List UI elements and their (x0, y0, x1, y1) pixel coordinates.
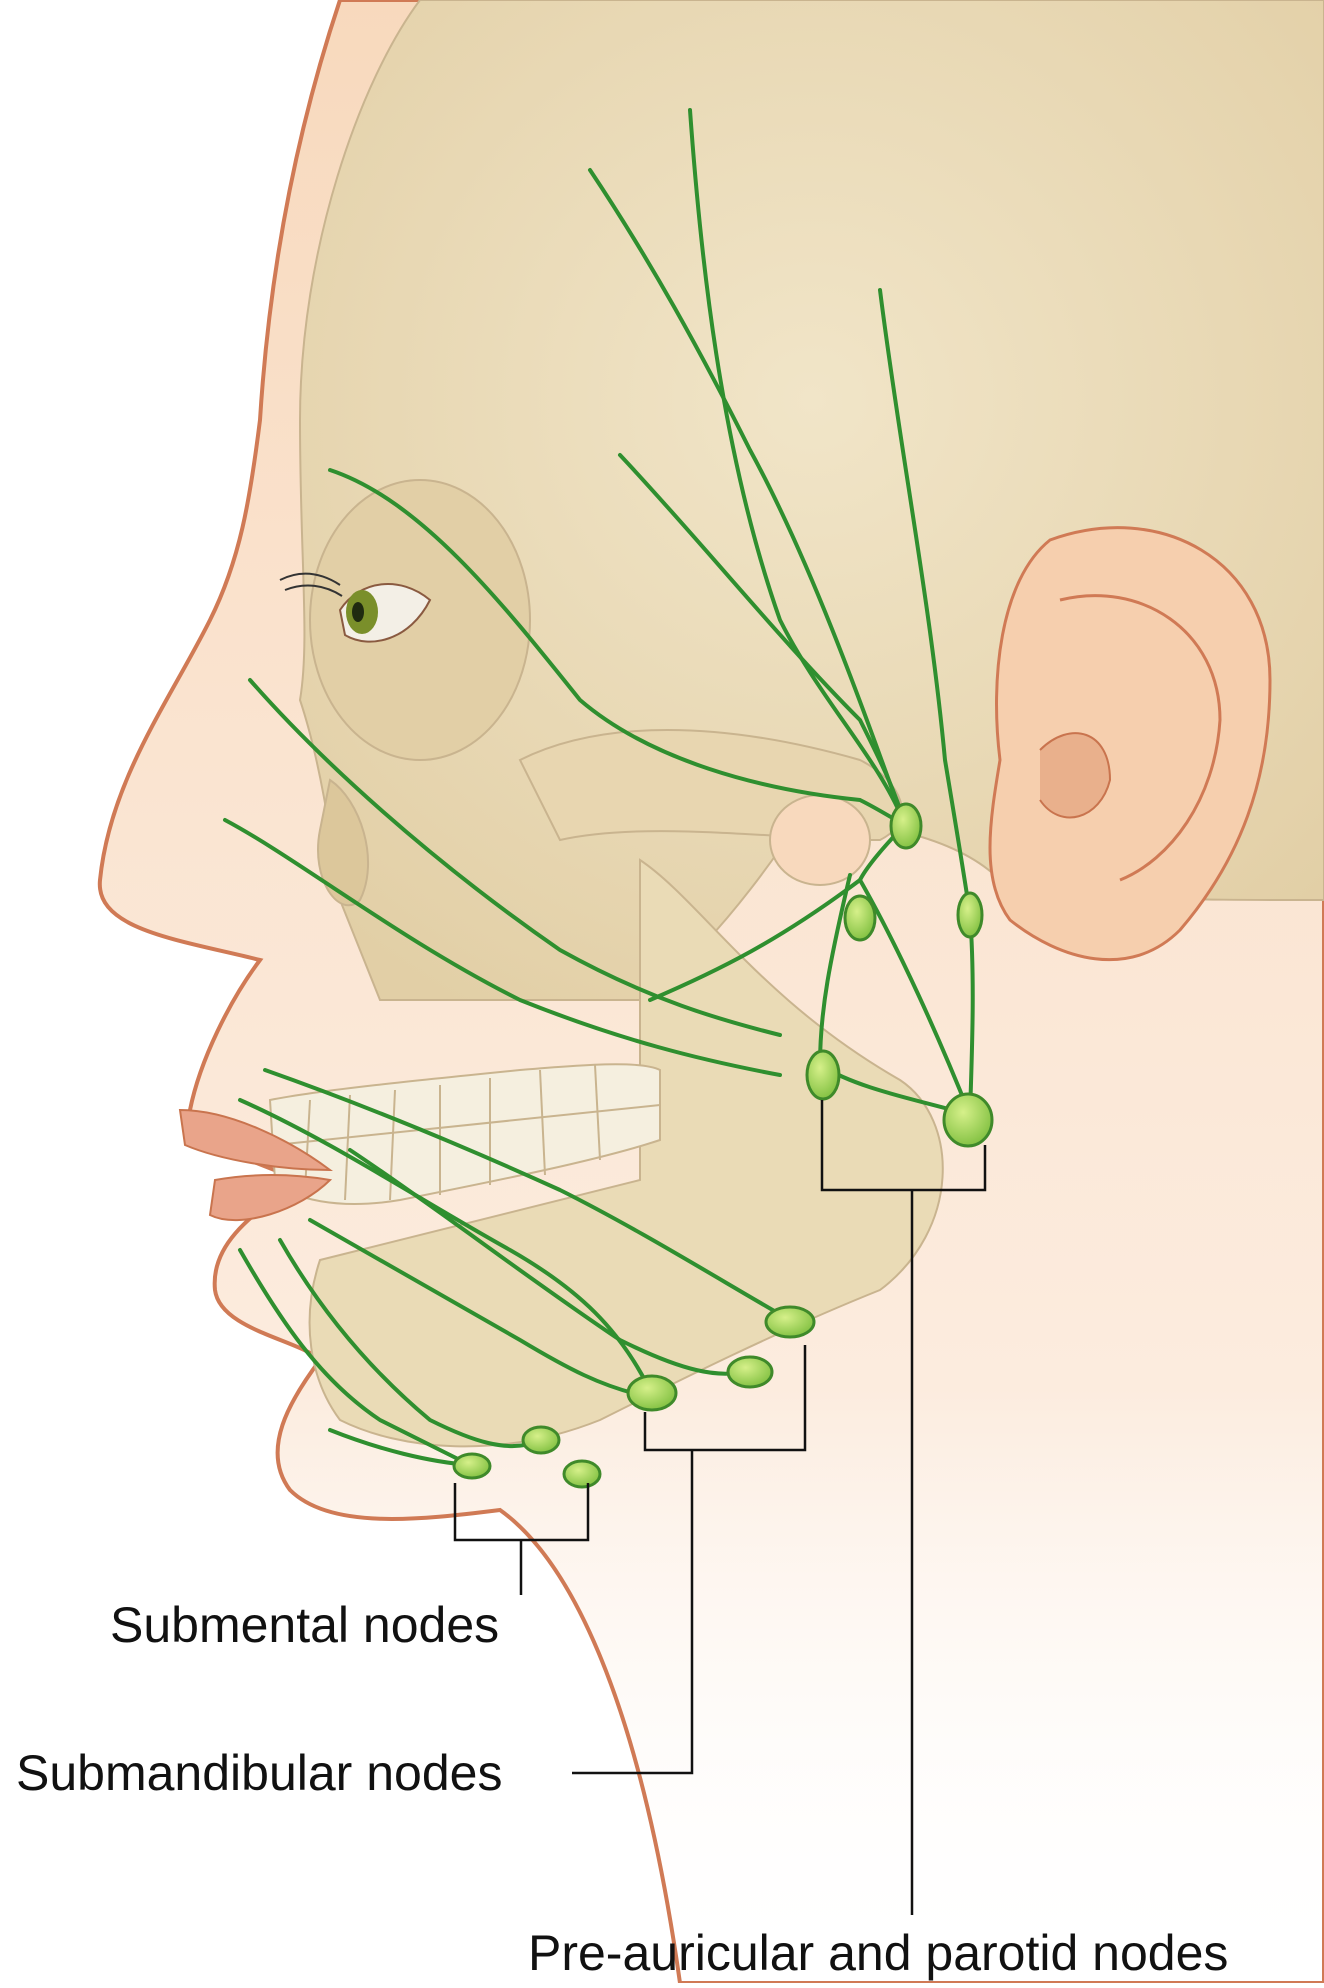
lymph-nodes (452, 802, 994, 1489)
submandibular-node (726, 1355, 774, 1389)
parotid-node (942, 1092, 994, 1148)
preauricular-node (956, 891, 984, 939)
leader-lines (453, 1100, 987, 1915)
ear-canal (769, 794, 871, 886)
submental-node (452, 1452, 492, 1480)
submandibular-node (626, 1374, 678, 1412)
eye-icon (279, 572, 432, 643)
submental-node (521, 1425, 561, 1455)
nasal-aperture (317, 778, 369, 907)
mandible (308, 858, 944, 1448)
submandibular-nodes-label: Submandibular nodes (16, 1745, 503, 1801)
submental-node (562, 1459, 602, 1489)
preauricular-node (889, 802, 923, 850)
preauricular-parotid-nodes-label: Pre-auricular and parotid nodes (528, 1925, 1229, 1981)
ear-icon (988, 526, 1272, 962)
submental-nodes-label: Submental nodes (110, 1597, 500, 1653)
submandibular-node (764, 1305, 816, 1339)
parotid-node (805, 1049, 841, 1101)
lymph-vessels (223, 108, 975, 1467)
lips (178, 1108, 334, 1222)
parotid-node (843, 894, 877, 942)
orbit (309, 479, 531, 761)
